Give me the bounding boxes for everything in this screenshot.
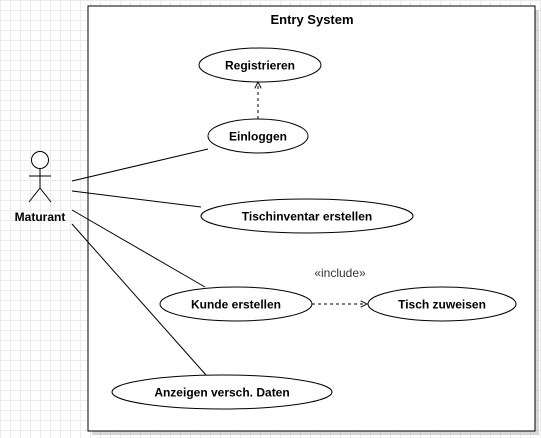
association-einloggen (71, 148, 209, 182)
actor-head (31, 151, 49, 169)
use-case-kunde-erstellen[interactable]: Kunde erstellen (159, 286, 313, 322)
actor-right-leg (39, 187, 52, 203)
use-case-registrieren-label: Registrieren (225, 59, 295, 73)
association-tischinventar (71, 190, 202, 208)
actor-label: Maturant (15, 210, 66, 224)
use-case-einloggen-label: Einloggen (229, 130, 287, 144)
use-case-registrieren[interactable]: Registrieren (198, 47, 322, 83)
use-case-tisch-zuweisen-label: Tisch zuweisen (398, 298, 486, 312)
use-case-tischinventar-label: Tischinventar erstellen (242, 210, 373, 224)
use-case-einloggen[interactable]: Einloggen (207, 118, 309, 154)
include-label: «include» (314, 266, 366, 280)
use-case-anzeigen-label: Anzeigen versch. Daten (154, 386, 289, 400)
actor-left-leg (28, 187, 41, 203)
use-case-kunde-erstellen-label: Kunde erstellen (191, 298, 281, 312)
system-title: Entry System (270, 12, 353, 27)
use-case-tischinventar[interactable]: Tischinventar erstellen (200, 198, 414, 234)
association-kunde (71, 209, 206, 288)
use-case-tisch-zuweisen[interactable]: Tisch zuweisen (367, 286, 517, 322)
association-anzeigen (71, 223, 207, 376)
actor-figure[interactable] (28, 151, 52, 203)
use-case-anzeigen[interactable]: Anzeigen versch. Daten (111, 374, 333, 410)
